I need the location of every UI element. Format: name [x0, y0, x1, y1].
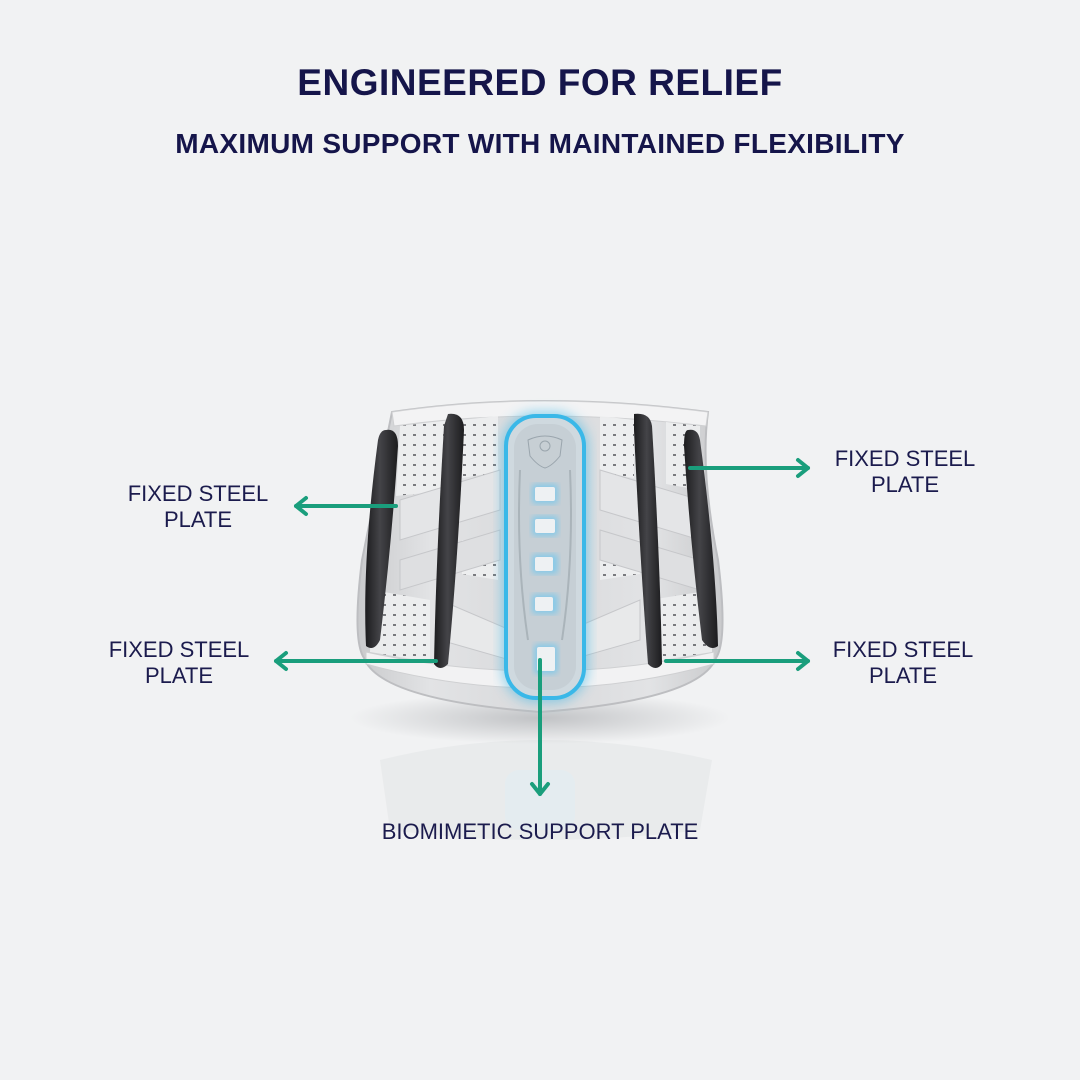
biomimetic-plate [502, 412, 588, 702]
callout-right-lower: FIXED STEEL PLATE [803, 637, 1003, 689]
callout-line1: FIXED STEEL [108, 637, 250, 662]
callout-line1: FIXED STEEL [832, 637, 974, 662]
callout-right-upper: FIXED STEEL PLATE [805, 446, 1005, 498]
arrow-right-lower [664, 651, 810, 671]
callout-left-lower: FIXED STEEL PLATE [79, 637, 279, 689]
callout-line2: PLATE [868, 663, 938, 688]
callout-line1: FIXED STEEL [127, 481, 269, 506]
page-subtitle: MAXIMUM SUPPORT WITH MAINTAINED FLEXIBIL… [175, 128, 905, 159]
steel-plate-left-outer [365, 429, 398, 648]
product-reflection [380, 740, 712, 840]
page-title: ENGINEERED FOR RELIEF [297, 62, 783, 103]
callout-left-upper: FIXED STEEL PLATE [98, 481, 298, 533]
arrow-left-upper [294, 496, 398, 516]
callout-line2: PLATE [144, 663, 214, 688]
callout-line2: PLATE [163, 507, 233, 532]
arrow-left-lower [274, 651, 438, 671]
steel-plate-right-outer [684, 429, 718, 648]
callout-bottom: BIOMIMETIC SUPPORT PLATE [381, 819, 699, 844]
callout-line1: FIXED STEEL [834, 446, 976, 471]
steel-plate-right-inner [634, 413, 662, 668]
callout-line2: PLATE [870, 472, 940, 497]
steel-plate-left-inner [434, 413, 464, 668]
arrow-bottom [530, 658, 550, 796]
arrow-right-upper [688, 458, 810, 478]
